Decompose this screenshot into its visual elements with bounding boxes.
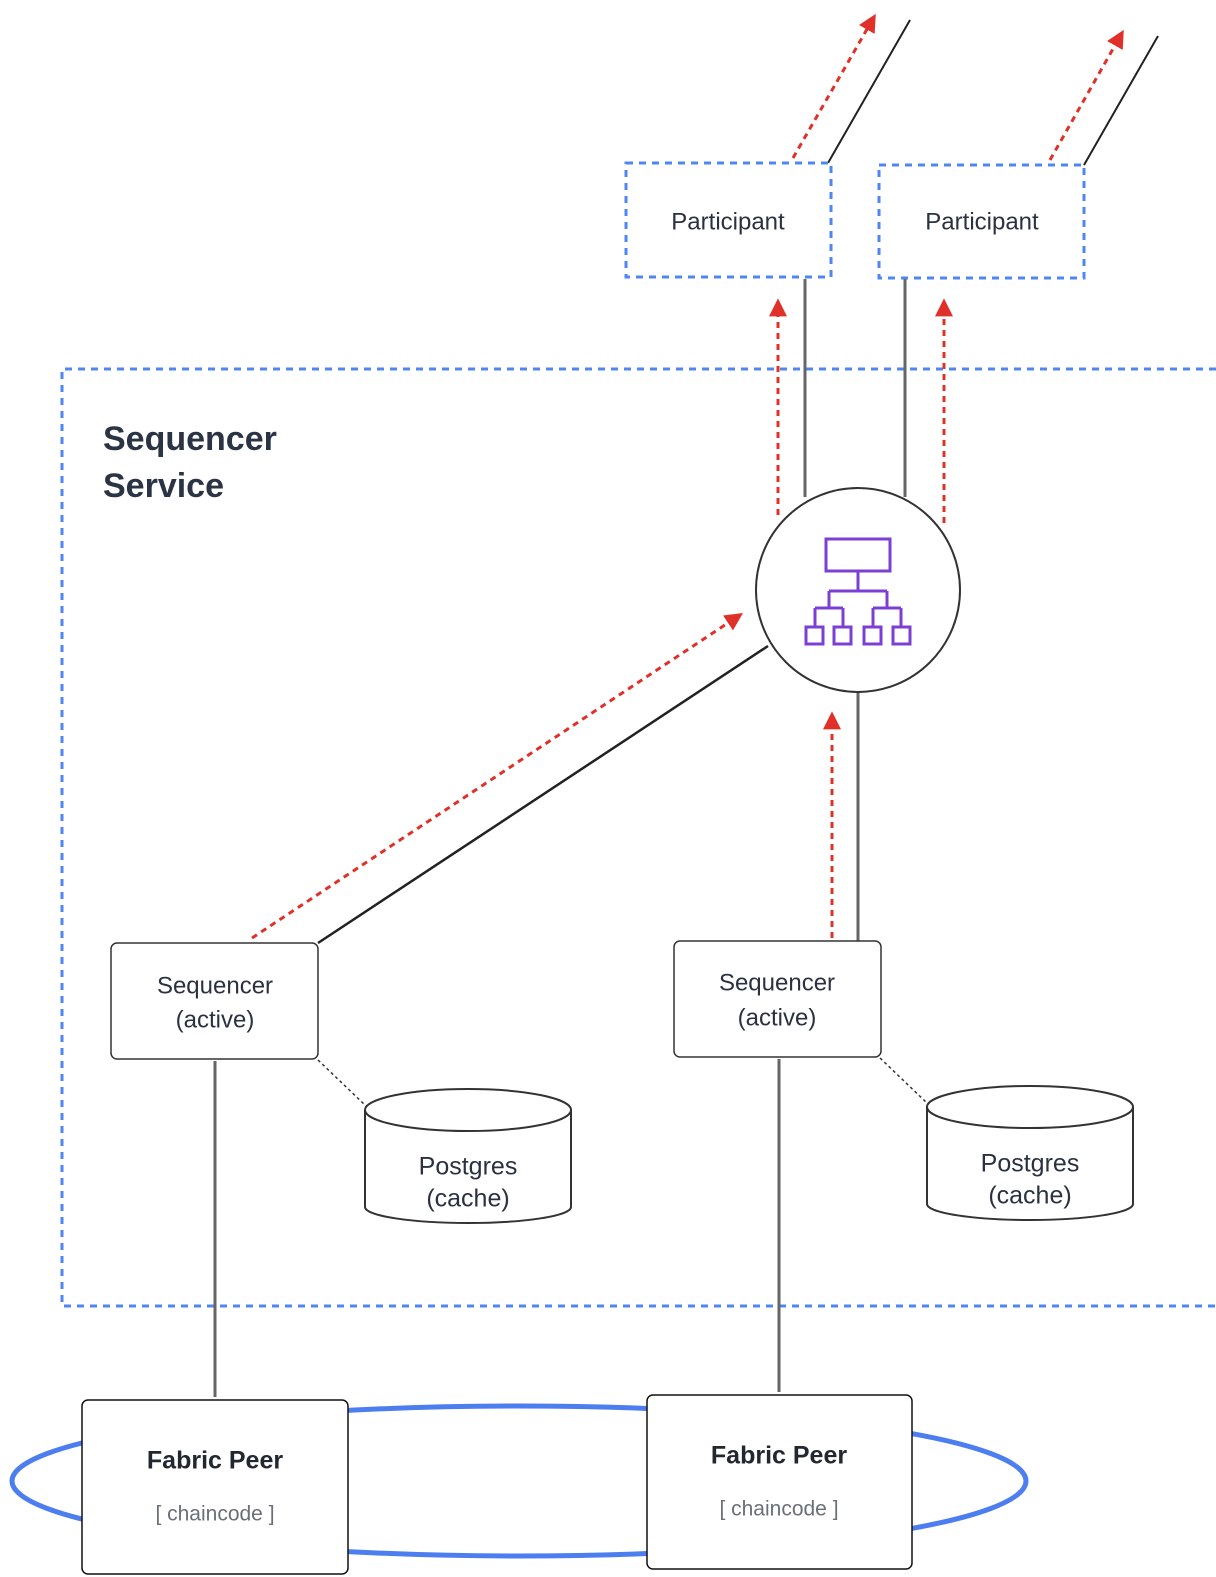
connector-sequencer-1-db <box>317 1059 367 1107</box>
db-sublabel: (cache) <box>426 1185 509 1213</box>
fabric-peer-node-1[interactable]: Fabric Peer [ chaincode ] <box>81 1399 349 1575</box>
participant-2-uplink <box>1083 35 1159 166</box>
sequencer-service-title: Sequencer <box>103 420 277 458</box>
flow-arrow-participant-2-out <box>1048 29 1124 161</box>
fabric-peer-subtitle: [ chaincode ] <box>155 1503 274 1526</box>
blockchain-ring <box>9 1403 1029 1559</box>
sequencer-label: Sequencer <box>157 972 273 999</box>
sequencer-node-2[interactable]: Sequencer (active) <box>673 940 882 1058</box>
db-label: Postgres <box>981 1150 1080 1178</box>
flow-arrow-sequencer-1-to-lb <box>251 613 744 940</box>
connector-sequencer-2-db <box>879 1057 929 1105</box>
fabric-peer-title: Fabric Peer <box>711 1442 847 1470</box>
participant-1-uplink <box>827 19 911 164</box>
load-balancer-node[interactable] <box>755 487 961 693</box>
fabric-peer-node-2[interactable]: Fabric Peer [ chaincode ] <box>646 1394 913 1570</box>
sequencer-node-1[interactable]: Sequencer (active) <box>110 942 319 1060</box>
db-sublabel: (cache) <box>988 1182 1071 1210</box>
sequencer-status: (active) <box>738 1004 817 1031</box>
postgres-db-1[interactable]: Postgres (cache) <box>364 1088 572 1224</box>
participant-node-2[interactable]: Participant <box>877 163 1086 280</box>
postgres-db-2[interactable]: Postgres (cache) <box>926 1085 1134 1221</box>
hierarchy-icon <box>804 537 912 646</box>
sequencer-service-boundary <box>60 367 1216 1308</box>
connector-sequencer-1-lb <box>317 644 769 945</box>
db-label: Postgres <box>419 1153 518 1181</box>
fabric-peer-title: Fabric Peer <box>147 1447 283 1475</box>
fabric-peer-subtitle: [ chaincode ] <box>719 1498 838 1521</box>
participant-label: Participant <box>925 208 1039 235</box>
sequencer-status: (active) <box>176 1006 255 1033</box>
sequencer-label: Sequencer <box>719 969 835 996</box>
sequencer-service-subtitle: Service <box>103 467 224 505</box>
participant-label: Participant <box>671 208 785 235</box>
participant-node-1[interactable]: Participant <box>624 161 833 279</box>
flow-arrow-participant-1-out <box>791 13 876 159</box>
